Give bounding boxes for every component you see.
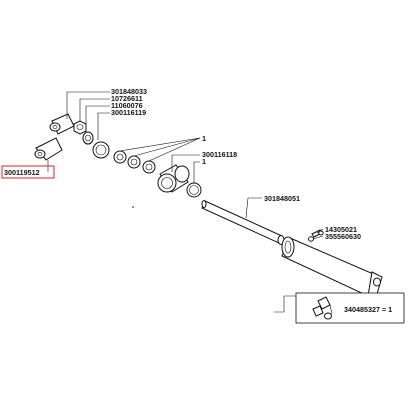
- label-14305021: 14305021: [325, 225, 357, 234]
- o-ring-gland[interactable]: [186, 182, 202, 198]
- nut-10726611[interactable]: [73, 120, 87, 135]
- washer-11060076[interactable]: [82, 131, 94, 145]
- bolt-14305021[interactable]: [311, 229, 324, 238]
- speck: [132, 206, 134, 208]
- label-seal-kit-1: 1: [202, 134, 206, 143]
- label-355560630: 355560630: [325, 232, 361, 241]
- clevis-lower-300119512[interactable]: [34, 137, 63, 161]
- label-300119512: 300119512: [4, 168, 40, 177]
- clevis-upper[interactable]: [49, 113, 75, 135]
- seal-ring-b[interactable]: [127, 155, 141, 169]
- label-301848033: 301848033: [111, 87, 147, 96]
- label-10726611: 10726611: [111, 94, 143, 103]
- label-300116118: 300116118: [202, 150, 237, 159]
- wiper-ring-300116119[interactable]: [92, 141, 110, 159]
- piston-rod-301848051[interactable]: [201, 200, 285, 245]
- highlight-box-300119512[interactable]: [1, 165, 55, 179]
- washer-355560630[interactable]: [308, 236, 314, 242]
- gland-bushing-300116118[interactable]: [157, 164, 190, 193]
- inset-box[interactable]: [274, 292, 405, 324]
- label-301848051: 301848051: [264, 194, 300, 203]
- leader-lines: [47, 91, 324, 240]
- label-inset-ref: 340485327 = 1: [344, 305, 392, 314]
- cylinder-tube[interactable]: [281, 236, 383, 297]
- seal-ring-c[interactable]: [142, 160, 156, 174]
- label-300116119: 300116119: [111, 108, 146, 117]
- label-11060076: 11060076: [111, 101, 143, 110]
- seal-ring-a[interactable]: [113, 150, 127, 164]
- label-seal-kit-1b: 1: [202, 157, 206, 166]
